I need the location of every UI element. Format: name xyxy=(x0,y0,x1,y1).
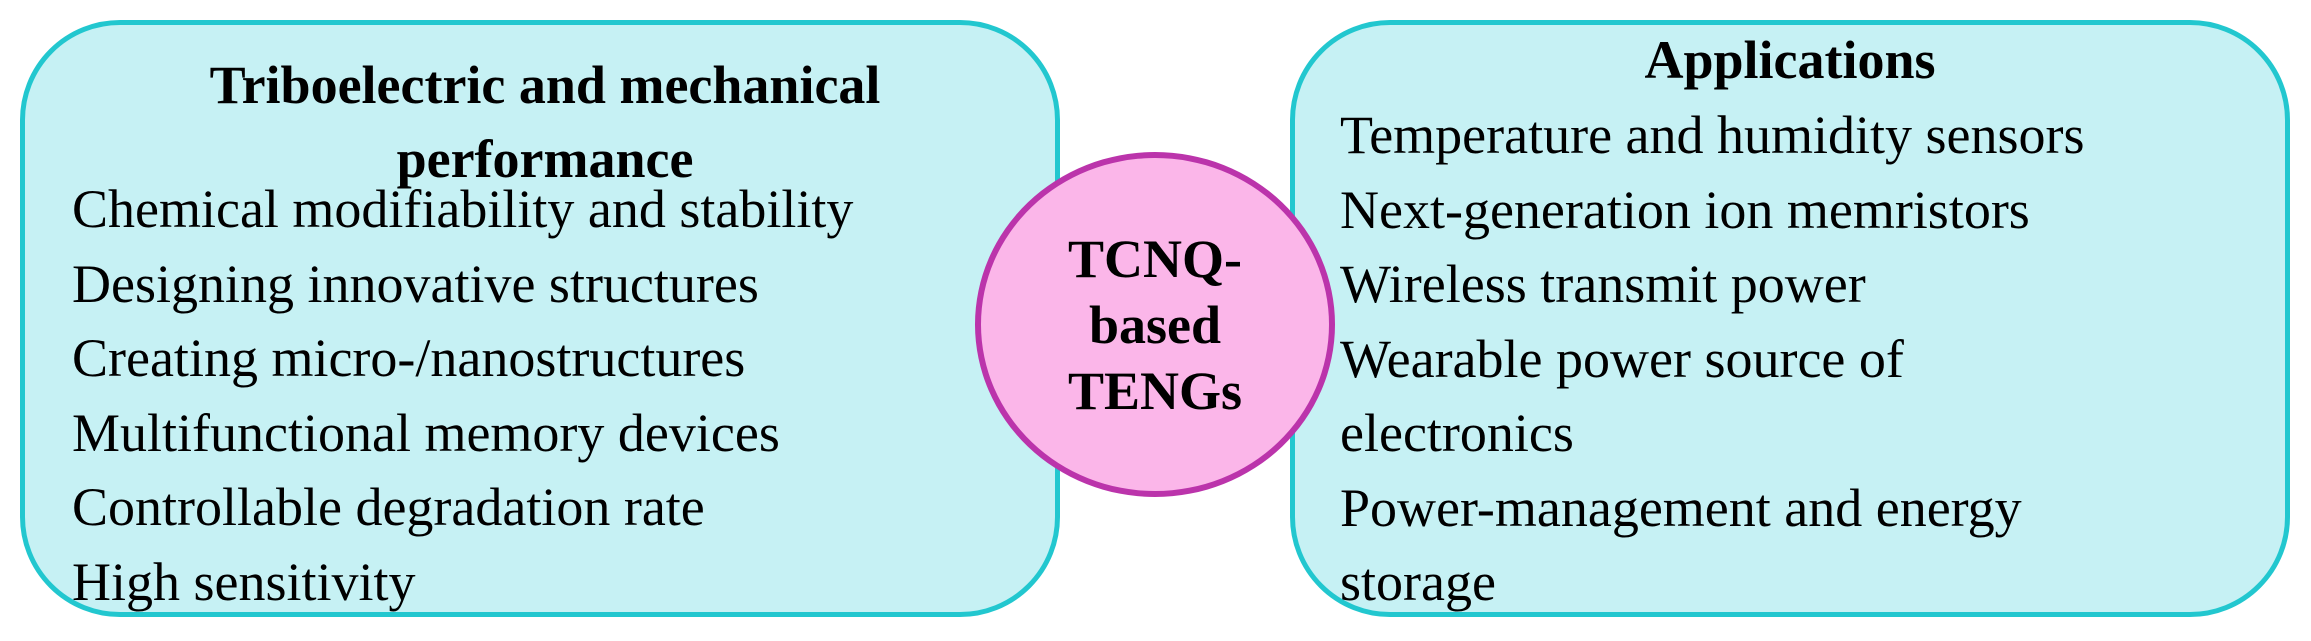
application-item: Temperature and humidity sensors xyxy=(1340,105,2085,165)
application-item: Wireless transmit power xyxy=(1340,254,1866,314)
performance-item: Creating micro-/nanostructures xyxy=(72,328,746,388)
performance-item: High sensitivity xyxy=(72,551,416,612)
applications-list: Temperature and humidity sensors Next-ge… xyxy=(1340,98,2220,620)
performance-panel-title: Triboelectric and mechanical performance xyxy=(209,55,881,189)
center-circle: TCNQ-based TENGs xyxy=(975,152,1335,497)
applications-panel xyxy=(1290,20,2290,617)
center-label: TCNQ-based TENGs xyxy=(1067,228,1243,421)
performance-item: Chemical modifiability and stability xyxy=(72,179,854,239)
performance-list: Chemical modifiability and stability Des… xyxy=(72,172,853,619)
application-item: Power-management and energy storage xyxy=(1340,477,2022,613)
performance-item: Controllable degradation rate xyxy=(72,477,705,537)
application-item: Wearable power source of electronics xyxy=(1340,328,1904,464)
application-item: Next-generation ion memristors xyxy=(1340,179,2030,240)
performance-panel: Triboelectric and mechanical performance xyxy=(20,20,1060,617)
applications-panel-title: Applications xyxy=(1644,30,1936,90)
performance-item: Multifunctional memory devices xyxy=(72,402,780,463)
performance-item: Designing innovative structures xyxy=(72,253,759,314)
